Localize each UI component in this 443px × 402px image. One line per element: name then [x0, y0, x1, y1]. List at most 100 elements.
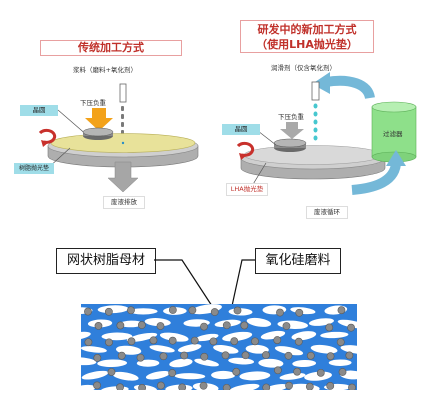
- resin-pore: [292, 359, 317, 368]
- resin-pore: [128, 308, 158, 315]
- silica-particle: [93, 353, 102, 362]
- resin-pore: [264, 384, 289, 390]
- resin-pore: [320, 331, 349, 339]
- resin-pore: [222, 331, 253, 342]
- silica-particle: [325, 323, 334, 332]
- silica-particle: [273, 366, 282, 375]
- silica-particle: [345, 351, 354, 360]
- silica-particle: [337, 306, 346, 315]
- silica-particle: [180, 351, 189, 360]
- silica-particle: [347, 323, 355, 332]
- resin-pore: [211, 370, 236, 380]
- silica-particle: [93, 381, 101, 390]
- silica-particle: [305, 382, 314, 390]
- resin-label: 网状树脂母材: [56, 248, 156, 274]
- left-title: 传统加工方式: [40, 40, 182, 56]
- lubricant-label: 润滑剂（仅含氧化剂）: [271, 64, 336, 72]
- silica-particle: [157, 381, 165, 390]
- resin-pore: [194, 358, 219, 367]
- silica-particle: [84, 338, 93, 347]
- resin-pore: [149, 345, 175, 353]
- left-wafer-label: 晶圆: [20, 105, 58, 116]
- silica-particle: [168, 306, 177, 314]
- resin-pore: [174, 373, 206, 380]
- silica-particle: [276, 308, 284, 317]
- resin-pore: [310, 344, 338, 354]
- resin-pore: [81, 370, 109, 380]
- silica-particle: [262, 351, 270, 359]
- silica-particle: [188, 306, 197, 315]
- left-pad-label: 树脂抛光垫: [14, 163, 54, 174]
- silica-particle: [222, 321, 231, 330]
- resin-pore: [274, 346, 304, 356]
- silica-particle: [168, 369, 177, 377]
- silica-particle: [336, 338, 345, 347]
- silica-particle: [159, 352, 168, 361]
- silica-particle: [105, 338, 113, 347]
- resin-pore: [81, 384, 96, 390]
- resin-pore: [101, 332, 133, 341]
- resin-pore: [81, 331, 91, 341]
- silica-particle: [326, 381, 335, 390]
- resin-pore: [144, 318, 171, 327]
- filter-label: 过滤器: [383, 130, 403, 138]
- recycle-label: 废液循环: [306, 206, 348, 219]
- silica-particle: [156, 322, 165, 330]
- silica-particle: [136, 353, 145, 362]
- resin-pore: [258, 358, 284, 368]
- silica-particle: [232, 367, 241, 376]
- silica-particle: [338, 368, 347, 376]
- silica-particle: [241, 351, 250, 360]
- resin-pore: [239, 371, 271, 381]
- resin-pore: [195, 333, 219, 342]
- silica-particle: [251, 337, 259, 346]
- silica-particle: [326, 352, 335, 361]
- left-waste-label: 废液排放: [103, 196, 145, 209]
- silica-particle: [295, 308, 304, 317]
- silica-particle: [137, 321, 146, 329]
- resin-pore: [81, 346, 107, 353]
- resin-pore: [228, 357, 255, 365]
- silica-particle: [199, 381, 208, 390]
- resin-pore: [97, 359, 128, 368]
- silica-particle: [116, 383, 124, 390]
- silica-particle: [168, 336, 177, 345]
- silica-particle: [200, 322, 208, 331]
- resin-pore: [328, 359, 352, 366]
- silica-particle: [316, 368, 325, 377]
- right-title-line2: （使用LHA抛光垫）: [256, 38, 358, 51]
- silica-particle: [149, 336, 158, 345]
- silica-particle: [221, 351, 230, 360]
- resin-pore: [81, 357, 97, 366]
- resin-pore: [169, 358, 193, 368]
- silica-particle: [294, 337, 303, 346]
- resin-pore: [304, 371, 332, 381]
- silica-particle: [209, 337, 218, 346]
- abrasive-label: 氧化硅磨料: [255, 248, 341, 274]
- silica-particle: [285, 381, 293, 390]
- right-pressure-label: 下压负重: [278, 113, 304, 121]
- silica-particle: [94, 321, 103, 330]
- silica-particle: [107, 368, 116, 376]
- silica-particle: [230, 337, 239, 346]
- right-pad-label: LHA抛光垫: [226, 183, 268, 196]
- resin-pore: [229, 383, 260, 390]
- resin-pore: [136, 359, 160, 367]
- resin-pore: [177, 344, 202, 353]
- silica-particle: [293, 367, 302, 376]
- silica-particle: [200, 352, 209, 361]
- silica-particle: [240, 321, 249, 330]
- resin-pore: [213, 344, 239, 354]
- resin-pore: [246, 317, 272, 327]
- silica-particle: [210, 308, 219, 316]
- right-title: 研发中的新加工方式 （使用LHA抛光垫）: [240, 20, 374, 53]
- silica-particle: [178, 383, 187, 390]
- silica-particle: [222, 383, 231, 390]
- silica-particle: [117, 351, 126, 360]
- resin-pore: [145, 370, 170, 380]
- silica-particle: [348, 383, 356, 390]
